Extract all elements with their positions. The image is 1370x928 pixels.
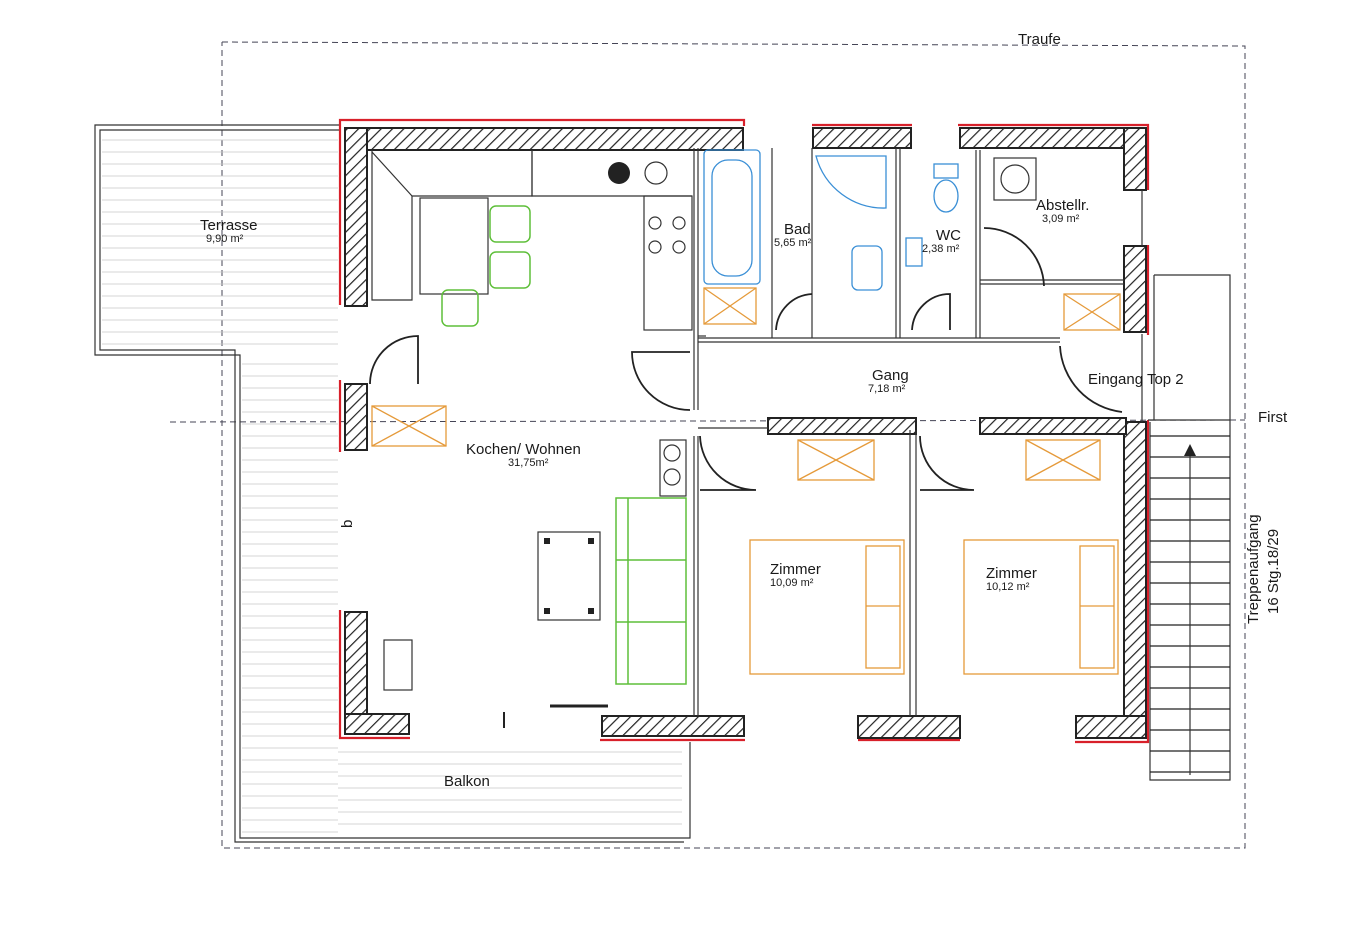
door-swing xyxy=(983,227,1045,287)
skylight-icon xyxy=(1063,293,1121,331)
arrow-up-icon xyxy=(1184,444,1196,456)
table-icon xyxy=(537,531,601,621)
chair-icon xyxy=(489,205,531,243)
label-treppenaufgang: Treppenaufgang xyxy=(1245,514,1262,624)
skylights-beds xyxy=(371,287,1121,675)
door-swing xyxy=(919,435,975,491)
label-balkon: Balkon xyxy=(444,773,490,790)
wc-sink-icon xyxy=(905,237,923,267)
label-b: b xyxy=(339,520,356,528)
area-wc: 2,38 m² xyxy=(922,243,960,255)
sofa-icon xyxy=(615,497,687,685)
door-swing xyxy=(631,351,691,411)
shower-icon xyxy=(815,155,887,209)
door-swing xyxy=(775,293,813,331)
door-swing xyxy=(699,435,757,491)
area-bad: 5,65 m² xyxy=(774,237,812,249)
skylight-icon xyxy=(703,287,757,325)
labels: Traufe First Terrasse 9,90 m² Kochen/ Wo… xyxy=(200,31,1288,790)
chair-icon xyxy=(441,289,479,327)
skylight-icon xyxy=(371,405,447,447)
area-zimmer-1: 10,09 m² xyxy=(770,577,814,589)
label-bad: Bad xyxy=(784,221,811,238)
door-swing xyxy=(911,293,951,331)
toilet-icon xyxy=(933,179,959,213)
bed-icon xyxy=(749,539,905,675)
skylight-icon xyxy=(1025,439,1101,481)
area-terrasse: 9,90 m² xyxy=(206,233,244,245)
area-abstellraum: 3,09 m² xyxy=(1042,213,1080,225)
label-terrasse: Terrasse xyxy=(200,217,258,234)
label-stufen: 16 Stg.18/29 xyxy=(1265,529,1282,614)
area-kochen-wohnen: 31,75m² xyxy=(508,457,549,469)
area-zimmer-2: 10,12 m² xyxy=(986,581,1030,593)
living-furniture xyxy=(383,531,608,728)
area-gang: 7,18 m² xyxy=(868,383,906,395)
bed-icon xyxy=(963,539,1119,675)
interior-walls xyxy=(693,148,1143,716)
skylight-icon xyxy=(797,439,875,481)
sink-icon xyxy=(851,245,883,291)
label-eingang: Eingang Top 2 xyxy=(1088,371,1184,388)
bathtub-icon xyxy=(703,149,761,285)
washing-machine-icon xyxy=(993,157,1037,201)
kitchen xyxy=(371,150,693,497)
label-zimmer-1: Zimmer xyxy=(770,561,821,578)
hob-plate-icon xyxy=(608,162,630,184)
label-zimmer-2: Zimmer xyxy=(986,565,1037,582)
label-kochen-wohnen: Kochen/ Wohnen xyxy=(466,441,581,458)
desk-icon xyxy=(383,639,413,691)
label-abstellraum: Abstellr. xyxy=(1036,197,1089,214)
stairs xyxy=(1148,274,1231,781)
door-swing xyxy=(369,335,419,385)
furniture-green xyxy=(441,205,687,685)
label-first: First xyxy=(1258,409,1288,426)
label-traufe: Traufe xyxy=(1018,31,1061,48)
door-swing xyxy=(1059,345,1123,413)
label-gang: Gang xyxy=(872,367,909,384)
label-wc: WC xyxy=(936,227,961,244)
wall-outline xyxy=(338,118,1150,744)
chair-icon xyxy=(489,251,531,289)
sanitary xyxy=(703,149,1037,291)
doors xyxy=(369,227,1123,491)
walls xyxy=(344,127,1147,739)
terrace xyxy=(94,124,691,843)
